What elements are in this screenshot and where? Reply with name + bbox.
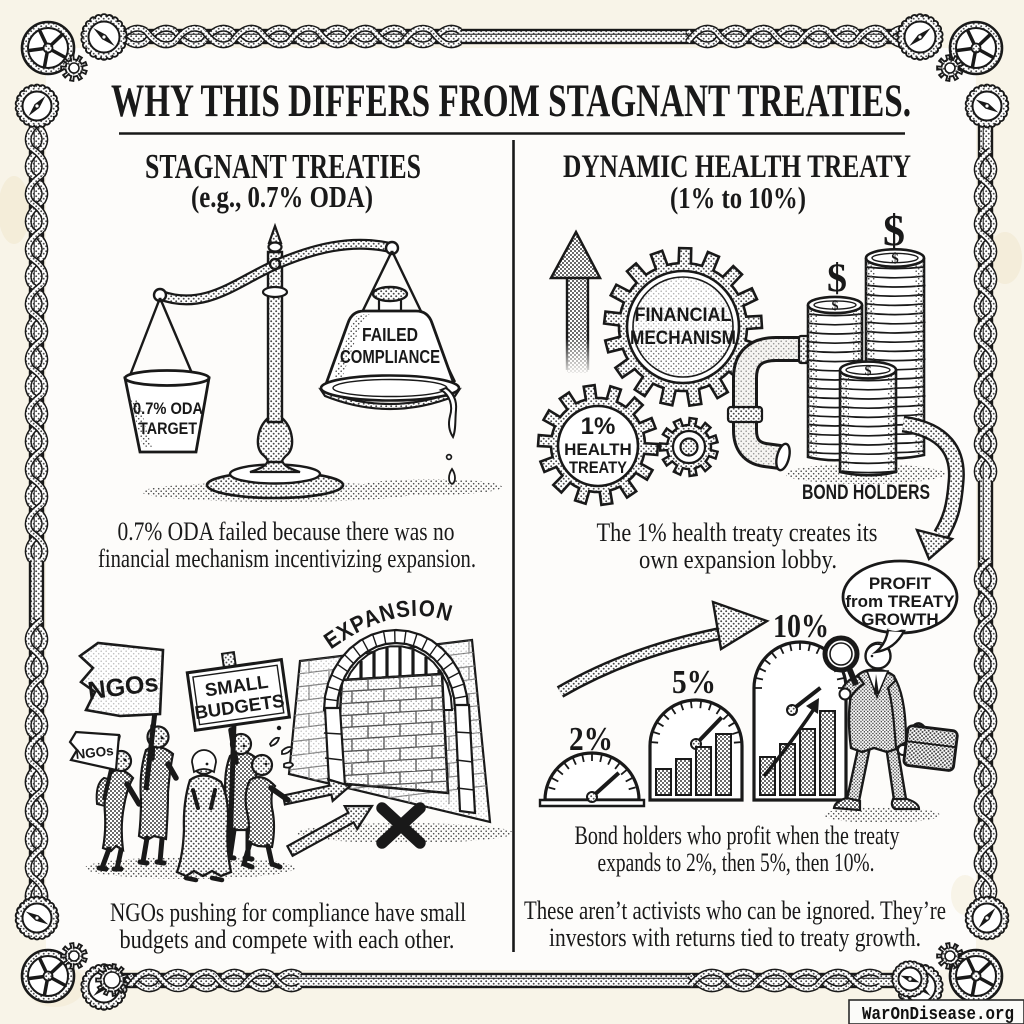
svg-text:The 1% health treaty creates i: The 1% health treaty creates its	[597, 517, 878, 547]
svg-text:Bond holders who profit when t: Bond holders who profit when the treaty	[575, 820, 901, 850]
svg-text:$: $	[827, 255, 847, 300]
svg-text:financial mechanism incentiviz: financial mechanism incentivizing expans…	[98, 543, 476, 573]
svg-text:0.7% ODA: 0.7% ODA	[133, 400, 203, 418]
svg-text:0.7% ODA failed because there: 0.7% ODA failed because there was no	[118, 516, 455, 546]
svg-text:budgets and compete with each: budgets and compete with each other.	[120, 924, 455, 954]
svg-text:GROWTH: GROWTH	[861, 610, 938, 629]
svg-text:5%: 5%	[672, 664, 716, 701]
svg-text:COMPLIANCE: COMPLIANCE	[340, 347, 440, 367]
svg-text:NGOs: NGOs	[75, 743, 115, 762]
svg-text:NGOs pushing for compliance ha: NGOs pushing for compliance have small	[110, 897, 466, 927]
svg-text:TARGET: TARGET	[139, 420, 197, 438]
svg-text:investors with returns tied to: investors with returns tied to treaty gr…	[549, 922, 921, 952]
svg-text:$: $	[865, 364, 872, 379]
svg-text:expands to 2%, then 5%, then 1: expands to 2%, then 5%, then 10%.	[598, 847, 875, 877]
svg-text:10%: 10%	[773, 608, 829, 645]
svg-text:$: $	[832, 299, 839, 314]
svg-text:MECHANISM: MECHANISM	[630, 328, 736, 349]
svg-text:FAILED: FAILED	[362, 325, 418, 345]
svg-text:WHY THIS DIFFERS FROM STAGNANT: WHY THIS DIFFERS FROM STAGNANT TREATIES.	[111, 75, 911, 127]
svg-text:(1% to 10%): (1% to 10%)	[670, 180, 806, 215]
svg-text:HEALTH: HEALTH	[564, 440, 632, 459]
svg-text:own expansion lobby.: own expansion lobby.	[639, 544, 837, 574]
svg-text:from TREATY: from TREATY	[845, 592, 955, 611]
svg-text:PROFIT: PROFIT	[869, 574, 932, 593]
svg-text:DYNAMIC HEALTH TREATY: DYNAMIC HEALTH TREATY	[563, 149, 911, 185]
svg-text:STAGNANT TREATIES: STAGNANT TREATIES	[145, 147, 421, 186]
svg-text:These aren’t activists who can: These aren’t activists who can be ignore…	[524, 895, 946, 925]
svg-text:WarOnDisease.org: WarOnDisease.org	[862, 1005, 1014, 1024]
svg-text:$: $	[891, 251, 899, 267]
svg-text:TREATY: TREATY	[569, 458, 628, 477]
svg-text:FINANCIAL: FINANCIAL	[635, 305, 732, 326]
svg-text:$: $	[883, 206, 905, 255]
svg-text:BOND HOLDERS: BOND HOLDERS	[802, 481, 930, 504]
svg-text:1%: 1%	[581, 413, 616, 440]
svg-text:(e.g., 0.7% ODA): (e.g., 0.7% ODA)	[191, 179, 373, 214]
